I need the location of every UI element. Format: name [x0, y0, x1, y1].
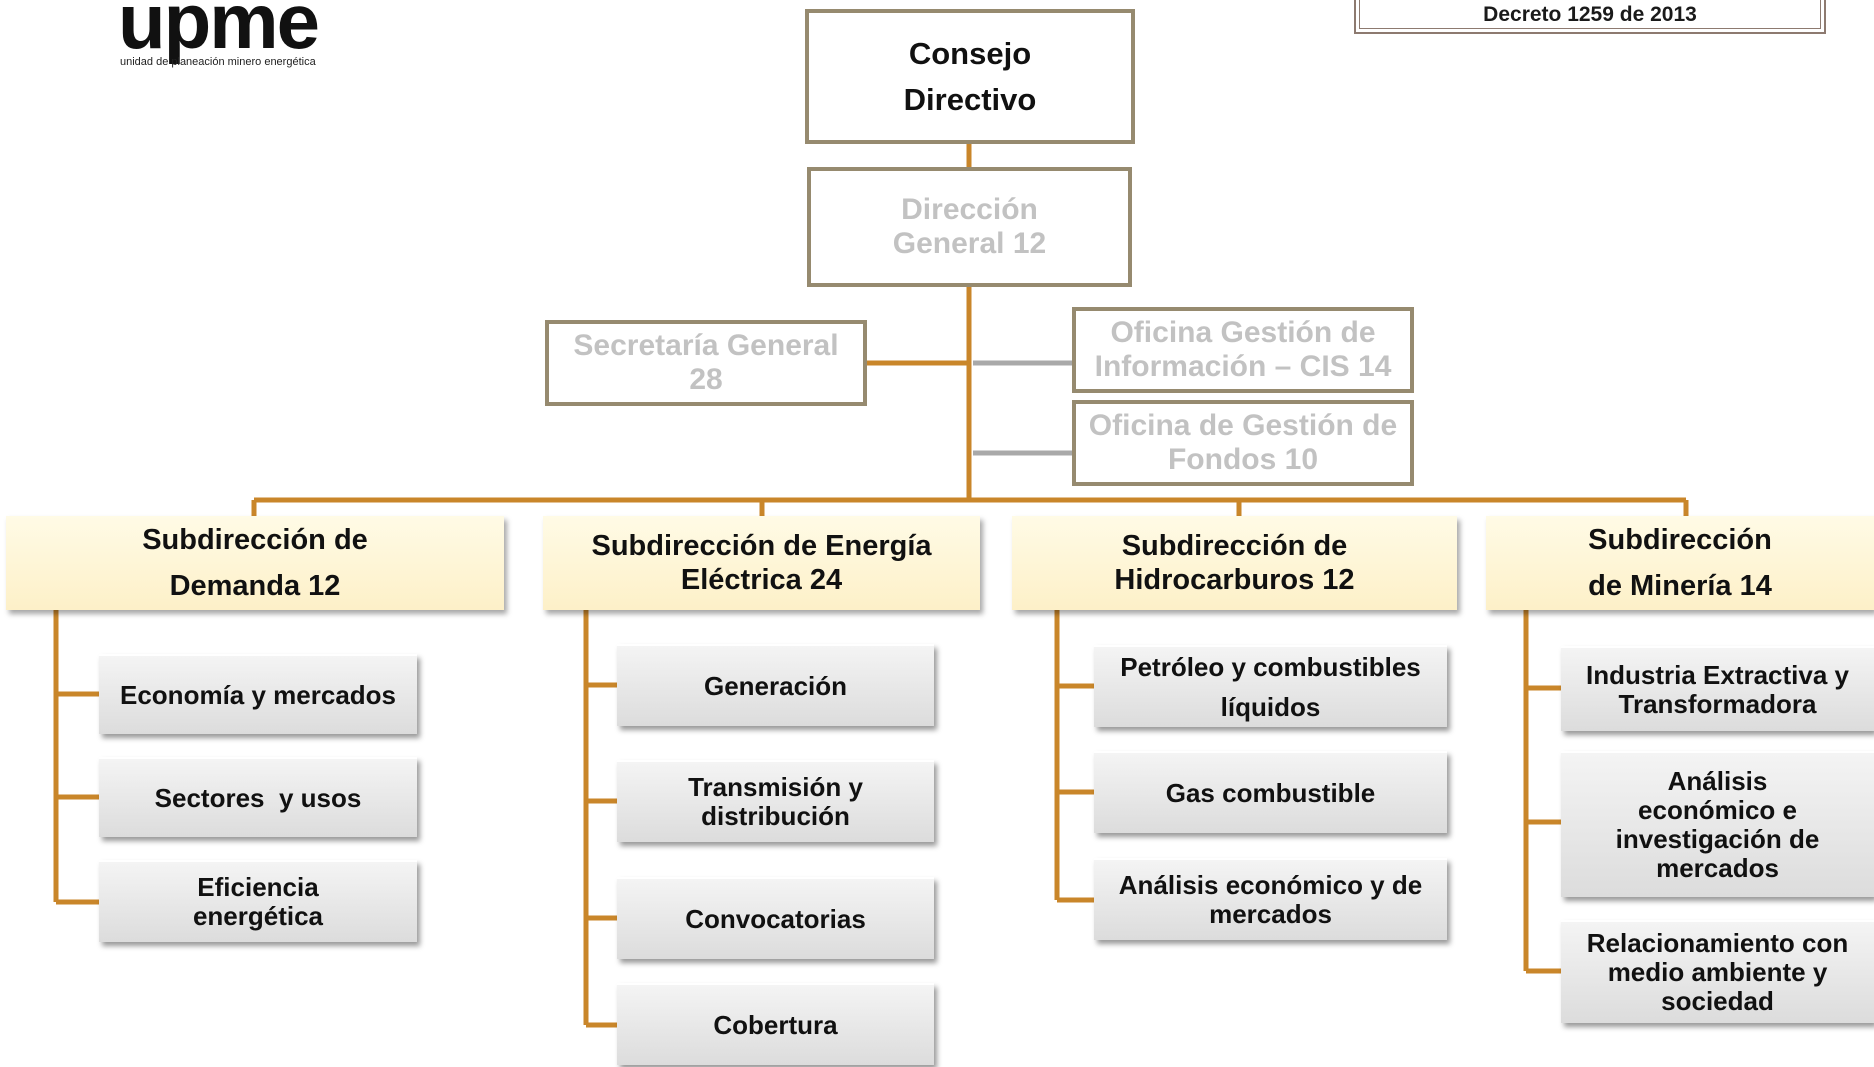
node-line: Industria Extractiva y: [1586, 659, 1849, 690]
node-industria-extractiva: Industria Extractiva y Transformadora: [1561, 646, 1874, 731]
node-line: Transmisión y: [688, 772, 863, 802]
upme-logo: upme unidad de planeación minero energét…: [118, 0, 378, 78]
node-line: de Minería 14: [1588, 570, 1772, 602]
node-line: sociedad: [1661, 986, 1774, 1016]
node-convocatorias: Convocatorias: [617, 877, 934, 959]
node-subdireccion-demanda: Subdirección de Demanda 12: [6, 516, 504, 610]
node-line: Transformadora: [1618, 688, 1817, 719]
node-line: Economía y mercados: [120, 679, 396, 710]
node-line: Eléctrica 24: [680, 564, 843, 596]
node-line: Demanda 12: [169, 570, 341, 602]
node-line: energética: [192, 901, 324, 931]
node-analisis-economico-mercados: Análisis económico y de mercados: [1094, 858, 1447, 940]
node-line: Subdirección de Energía: [591, 530, 932, 562]
node-line: Petróleo y combustibles: [1120, 652, 1421, 682]
node-line: Subdirección: [1588, 524, 1772, 556]
node-oficina-fondos: Oficina de Gestión de Fondos 10: [1072, 400, 1414, 486]
node-subdireccion-mineria: Subdirección de Minería 14: [1486, 516, 1874, 610]
node-sectores-usos: Sectores y usos: [99, 757, 417, 837]
node-line: líquidos: [1220, 692, 1321, 722]
node-petroleo-combustibles: Petróleo y combustibles líquidos: [1094, 645, 1447, 727]
node-eficiencia-energetica: Eficiencia energética: [99, 860, 417, 942]
node-subdireccion-hidrocarburos: Subdirección de Hidrocarburos 12: [1012, 516, 1457, 610]
node-line: Consejo: [908, 35, 1032, 71]
logo-wordmark: upme: [118, 0, 320, 65]
node-line: Hidrocarburos 12: [1114, 564, 1355, 596]
node-line: Análisis económico y de: [1118, 870, 1423, 900]
node-line: Oficina Gestión de: [1110, 316, 1376, 349]
node-gas-combustible: Gas combustible: [1094, 751, 1447, 833]
node-line: Oficina de Gestión de: [1088, 409, 1398, 442]
node-line: Cobertura: [713, 1009, 838, 1040]
node-line: Eficiencia: [197, 872, 319, 902]
node-line: investigación de: [1615, 824, 1820, 854]
logo-tagline: unidad de planeación minero energética: [120, 56, 316, 68]
node-transmision-distribucion: Transmisión y distribución: [617, 760, 934, 842]
node-line: Gas combustible: [1165, 777, 1376, 808]
node-line: distribución: [701, 801, 850, 831]
node-generacion: Generación: [617, 644, 934, 726]
node-line: Subdirección de: [142, 524, 368, 556]
node-subdireccion-energia: Subdirección de Energía Eléctrica 24: [543, 516, 980, 610]
node-line: medio ambiente y: [1607, 957, 1828, 987]
node-line: Subdirección de: [1121, 530, 1348, 562]
node-oficina-cis: Oficina Gestión de Información – CIS 14: [1072, 307, 1414, 393]
node-line: mercados: [1656, 853, 1779, 883]
node-line: Generación: [703, 670, 848, 701]
node-line: Fondos 10: [1167, 443, 1318, 476]
node-direccion-general: Dirección General 12: [807, 167, 1132, 287]
node-line: Sectores y usos: [154, 782, 362, 813]
node-line: 28: [689, 363, 723, 396]
node-relacionamiento: Relacionamiento con medio ambiente y soc…: [1561, 920, 1874, 1023]
node-line: Relacionamiento con: [1586, 928, 1849, 958]
node-line: Dirección: [901, 193, 1038, 226]
node-line: económico e: [1638, 795, 1797, 825]
node-cobertura: Cobertura: [617, 983, 934, 1065]
node-line: Información – CIS 14: [1094, 350, 1392, 383]
decree-label-box: Decreto 1259 de 2013: [1354, 0, 1826, 34]
decree-label: Decreto 1259 de 2013: [1483, 3, 1697, 26]
node-line: mercados: [1209, 899, 1332, 929]
node-line: Análisis: [1667, 766, 1768, 796]
node-analisis-investigacion: Análisis económico e investigación de me…: [1561, 751, 1874, 897]
node-line: Secretaría General: [573, 329, 839, 362]
node-line: Directivo: [903, 81, 1037, 117]
node-economia-mercados: Economía y mercados: [99, 654, 417, 734]
node-line: General 12: [892, 227, 1047, 260]
node-consejo-directivo: Consejo Directivo: [805, 9, 1135, 144]
node-line: Convocatorias: [685, 903, 866, 934]
node-secretaria-general: Secretaría General 28: [545, 320, 867, 406]
